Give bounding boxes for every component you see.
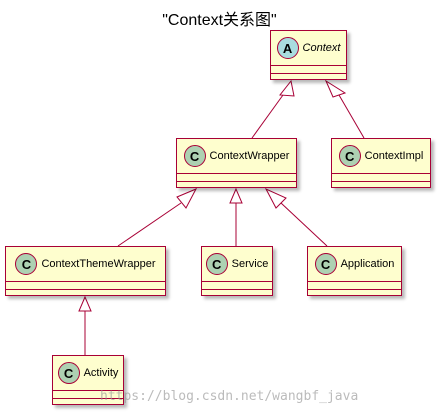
watermark: https://blog.csdn.net/wangbf_java [100, 389, 359, 404]
class-name: Activity [83, 367, 119, 379]
diagram-title: "Context关系图" [162, 12, 277, 29]
class-name: ContextThemeWrapper [41, 258, 156, 270]
class-icon: C [338, 145, 361, 167]
attributes-section [271, 66, 346, 74]
attributes-section [308, 282, 401, 290]
inheritance-contextimpl-context-line [338, 94, 365, 139]
class-name: Application [340, 258, 395, 270]
class-icon: C [205, 253, 228, 275]
methods-section [6, 290, 165, 297]
class-icon: C [57, 362, 80, 384]
methods-section [202, 290, 272, 297]
inheritance-contextimpl-context-arrowhead [324, 79, 347, 98]
class-context[interactable]: A Context [270, 30, 347, 80]
class-context-wrapper[interactable]: C ContextWrapper [176, 138, 297, 188]
methods-section [177, 182, 296, 189]
methods-section [308, 290, 401, 297]
class-name: ContextImpl [364, 150, 424, 162]
class-activity[interactable]: C Activity [52, 355, 124, 405]
attributes-section [6, 282, 165, 290]
class-name: Service [231, 258, 269, 270]
abstract-class-icon: A [276, 37, 299, 59]
class-service[interactable]: C Service [201, 246, 273, 296]
inheritance-themewrapper-contextwrapper-line [117, 202, 182, 247]
inheritance-service-contextwrapper-arrowhead [229, 187, 243, 204]
attributes-section [202, 282, 272, 290]
inheritance-activity-themewrapper-arrowhead [78, 295, 92, 312]
inheritance-application-contextwrapper-arrowhead [264, 187, 287, 209]
inheritance-themewrapper-contextwrapper-arrowhead [176, 187, 198, 209]
class-icon: C [183, 145, 206, 167]
class-name: Context [302, 42, 341, 54]
attributes-section [53, 391, 123, 399]
inheritance-contextwrapper-context-arrowhead [279, 79, 295, 97]
attributes-section [177, 174, 296, 182]
methods-section [271, 74, 346, 81]
class-icon: C [314, 253, 337, 275]
class-context-impl[interactable]: C ContextImpl [331, 138, 431, 188]
class-application[interactable]: C Application [307, 246, 402, 296]
class-name: ContextWrapper [209, 150, 290, 162]
class-context-theme-wrapper[interactable]: C ContextThemeWrapper [5, 246, 166, 296]
class-icon: C [15, 253, 38, 275]
methods-section [332, 182, 430, 189]
inheritance-application-contextwrapper-line [280, 202, 328, 247]
inheritance-contextwrapper-context-line [251, 94, 284, 139]
attributes-section [332, 174, 430, 182]
